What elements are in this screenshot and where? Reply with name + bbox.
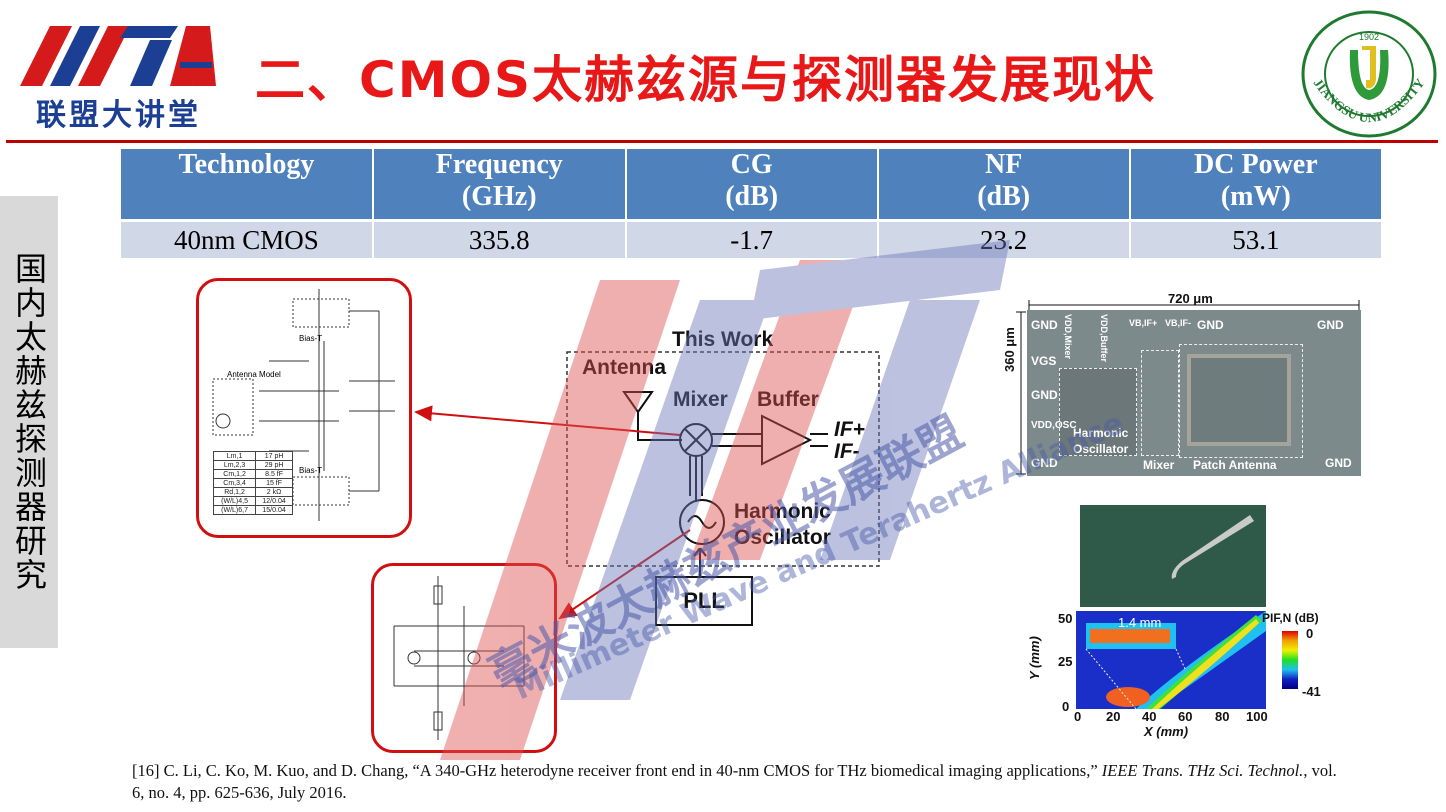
chip-micrograph: GND VDD,Mixer VDD,Buffer VB,IF+ VB,IF- G… (1027, 310, 1361, 476)
pll-connector (693, 548, 707, 576)
thz-xtick-60: 60 (1178, 709, 1193, 724)
block-diagram: This Work Antenna Mixer Buffer IF+ IF- H… (566, 328, 880, 568)
reference-tail: , vol. 6, no. 4, pp. 625-636, July 2016. (132, 761, 1337, 802)
if-minus-label: IF- (834, 440, 860, 463)
bias-t-bottom: Bias-T (299, 466, 322, 475)
antenna-model-label: Antenna Model (227, 370, 281, 379)
oscillator-region (1059, 368, 1137, 456)
chip-osc-line1: Harmonic (1073, 426, 1129, 440)
if-plus-label: IF+ (834, 418, 865, 441)
oscillator-label-line2: Oscillator (734, 526, 831, 549)
thz-xtick-20: 20 (1106, 709, 1121, 724)
thz-xtick-40: 40 (1142, 709, 1157, 724)
thz-ytick-25: 25 (1058, 654, 1073, 669)
vdd-mixer: VDD,Mixer (1063, 314, 1073, 360)
cell-dc-power: 53.1 (1129, 219, 1381, 258)
colorbar (1282, 631, 1298, 689)
seal-year: 1902 (1359, 32, 1379, 42)
logo-text: 联盟大讲堂 (36, 98, 201, 133)
this-work-label: This Work (672, 328, 774, 351)
cell-cg: -1.7 (625, 219, 879, 258)
cell-technology: 40nm CMOS (121, 219, 374, 258)
gnd-bottom-right: GND (1325, 456, 1352, 470)
col-dc-power: DC Power(mW) (1129, 149, 1381, 221)
thz-xlabel: X (mm) (1144, 724, 1189, 739)
chip-patch-antenna: Patch Antenna (1193, 458, 1277, 472)
thz-ytick-50: 50 (1058, 611, 1073, 626)
reference-citation: [16] C. Li, C. Ko, M. Kuo, and D. Chang,… (132, 760, 1342, 804)
thz-xtick-100: 100 (1246, 709, 1268, 724)
col-technology: Technology (121, 149, 374, 221)
chip-height-dimension (1016, 311, 1026, 475)
chip-osc-line2: Oscillator (1073, 442, 1129, 456)
mixer-label: Mixer (673, 388, 728, 411)
reference-main: [16] C. Li, C. Ko, M. Kuo, and D. Chang,… (132, 761, 1102, 780)
vdd-buffer: VDD,Buffer (1099, 314, 1109, 363)
chip-mixer: Mixer (1143, 458, 1175, 472)
antenna-label: Antenna (582, 356, 666, 379)
sidebar-section-label: 国内太赫兹探测器研究 (0, 196, 58, 648)
university-seal: 1902 JIANGSU UNIVERSITY (1300, 10, 1438, 138)
chip-height-label: 360 μm (1002, 327, 1017, 372)
vb-if-minus: VB,IF- (1165, 318, 1191, 328)
header-divider (6, 140, 1438, 143)
alliance-logo (20, 24, 230, 88)
col-cg: CG(dB) (625, 149, 879, 221)
page-title: 二、CMOS太赫兹源与探测器发展现状 (255, 51, 1156, 109)
patch-antenna (1187, 354, 1291, 446)
colorbar-label: PIF,N (dB) (1262, 611, 1319, 625)
pll-box: PLL (655, 576, 753, 626)
performance-table: Technology Frequency(GHz) CG(dB) NF(dB) … (121, 149, 1381, 258)
chip-width-dimension (1028, 300, 1360, 310)
gnd-left-mid: GND (1031, 388, 1058, 402)
gnd-top-left: GND (1031, 318, 1058, 332)
table-row: 40nm CMOS 335.8 -1.7 23.2 53.1 (121, 219, 1381, 258)
col-frequency: Frequency(GHz) (372, 149, 627, 221)
reference-journal: IEEE Trans. THz Sci. Technol. (1101, 761, 1304, 780)
colorbar-max: 0 (1306, 626, 1314, 641)
vdd-osc: VDD,OSC (1031, 420, 1077, 431)
colorbar-min: -41 (1302, 684, 1321, 699)
table-header-row: Technology Frequency(GHz) CG(dB) NF(dB) … (121, 149, 1381, 221)
thz-ytick-0: 0 (1062, 699, 1070, 714)
thz-image: 1.4 mm (1076, 611, 1266, 709)
vb-if-plus: VB,IF+ (1129, 318, 1158, 328)
thz-ylabel: Y (mm) (1027, 636, 1042, 680)
gnd-top-right: GND (1317, 318, 1344, 332)
chip-width-label: 720 μm (1168, 291, 1213, 306)
buffer-label: Buffer (757, 388, 819, 411)
pll-label: PLL (683, 588, 725, 613)
thz-xtick-0: 0 (1074, 709, 1082, 724)
gnd-top-mid: GND (1197, 318, 1224, 332)
sample-photo (1080, 505, 1266, 607)
col-nf: NF(dB) (877, 149, 1131, 221)
oscillator-schematic (371, 563, 557, 753)
cell-nf: 23.2 (877, 219, 1131, 258)
gnd-bottom-left: GND (1031, 456, 1058, 470)
thz-annotation: 1.4 mm (1118, 615, 1162, 630)
bias-t-top: Bias-T (299, 334, 322, 343)
oscillator-label-line1: Harmonic (734, 500, 831, 523)
sidebar-label: 国内太赫兹探测器研究 (10, 252, 48, 592)
mixer-region (1141, 350, 1179, 456)
vgs-label: VGS (1031, 354, 1057, 368)
thz-xtick-80: 80 (1215, 709, 1230, 724)
cell-frequency: 335.8 (372, 219, 627, 258)
patch-antenna-region (1179, 344, 1303, 458)
